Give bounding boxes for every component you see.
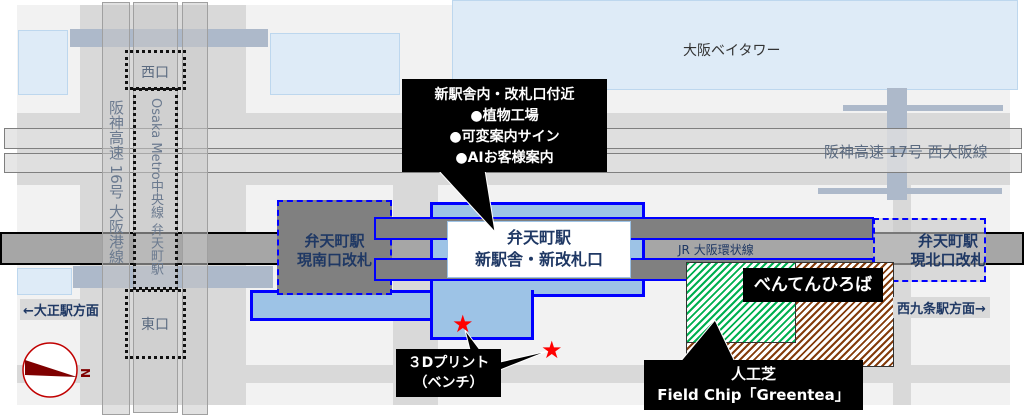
new-station-annex (430, 290, 534, 340)
star-marker-icon: ★ (541, 336, 563, 364)
turf-callout-sub: Field Chip「Greentea」 (657, 386, 850, 404)
print-callout-sub: （ベンチ） (413, 375, 484, 391)
compass-north-label: N (78, 367, 93, 379)
south-gate-name: 弁天町駅 (304, 232, 365, 250)
road-column (182, 2, 208, 415)
expressway-16-label: 阪神高速 16号 大阪港線 (107, 100, 125, 264)
north-gate-name: 弁天町駅 (917, 232, 978, 250)
walkway (843, 105, 1003, 111)
station-callout-item: ●植物工場 (470, 108, 539, 124)
new-gate-sub: 新駅舎・新改札口 (474, 250, 603, 269)
print-callout: ３Dプリント （ベンチ） (396, 349, 501, 397)
compass-icon (22, 342, 78, 398)
building (270, 33, 400, 95)
direction-left: ←大正駅方面 (20, 299, 102, 320)
direction-right: 西九条駅方面→ (893, 297, 990, 318)
east-exit[interactable] (125, 289, 186, 359)
expressway-17-label: 阪神高速 17号 西大阪線 (824, 143, 988, 161)
station-callout-item: ●可変案内サイン (449, 129, 560, 145)
plaza-label: べんてんひろば (743, 268, 883, 302)
metro-station (133, 88, 178, 290)
turf-callout: 人工芝 Field Chip「Greentea」 (644, 360, 863, 410)
building (18, 30, 68, 95)
new-gate-name: 弁天町駅 (506, 228, 571, 247)
south-gate (277, 200, 392, 295)
station-callout-item: ●AIお客様案内 (455, 150, 554, 166)
jr-line-label: JR 大阪環状線 (678, 243, 754, 257)
bay-tower-building (452, 0, 1018, 90)
south-gate-label: 弁天町駅 現南口改札 (277, 232, 392, 270)
south-gate-sub: 現南口改札 (296, 251, 372, 269)
east-exit-label: 東口 (141, 317, 169, 333)
metro-label: Osaka Metro中央線 弁天町駅 (148, 98, 163, 275)
north-gate-label: 弁天町駅 現北口改札 (893, 232, 1003, 270)
bay-tower-label: 大阪ベイタワー (683, 43, 781, 59)
artificial-turf-area (686, 262, 796, 343)
print-callout-title: ３Dプリント (407, 355, 490, 371)
station-callout: 新駅舎内・改札口付近 ●植物工場 ●可変案内サイン ●AIお客様案内 (402, 79, 607, 172)
station-callout-tail (436, 169, 496, 234)
building (17, 268, 72, 295)
north-gate-sub: 現北口改札 (910, 251, 986, 269)
turf-callout-tail (678, 319, 736, 363)
new-gate-label: 弁天町駅 新駅舎・新改札口 (447, 221, 631, 278)
west-exit-label: 西口 (141, 65, 169, 81)
north-gate (873, 218, 986, 282)
station-callout-title: 新駅舎内・改札口付近 (434, 87, 575, 103)
turf-callout-title: 人工芝 (730, 365, 776, 383)
concourse (250, 290, 435, 321)
star-marker-icon: ★ (452, 310, 474, 338)
walkway (818, 188, 1002, 194)
